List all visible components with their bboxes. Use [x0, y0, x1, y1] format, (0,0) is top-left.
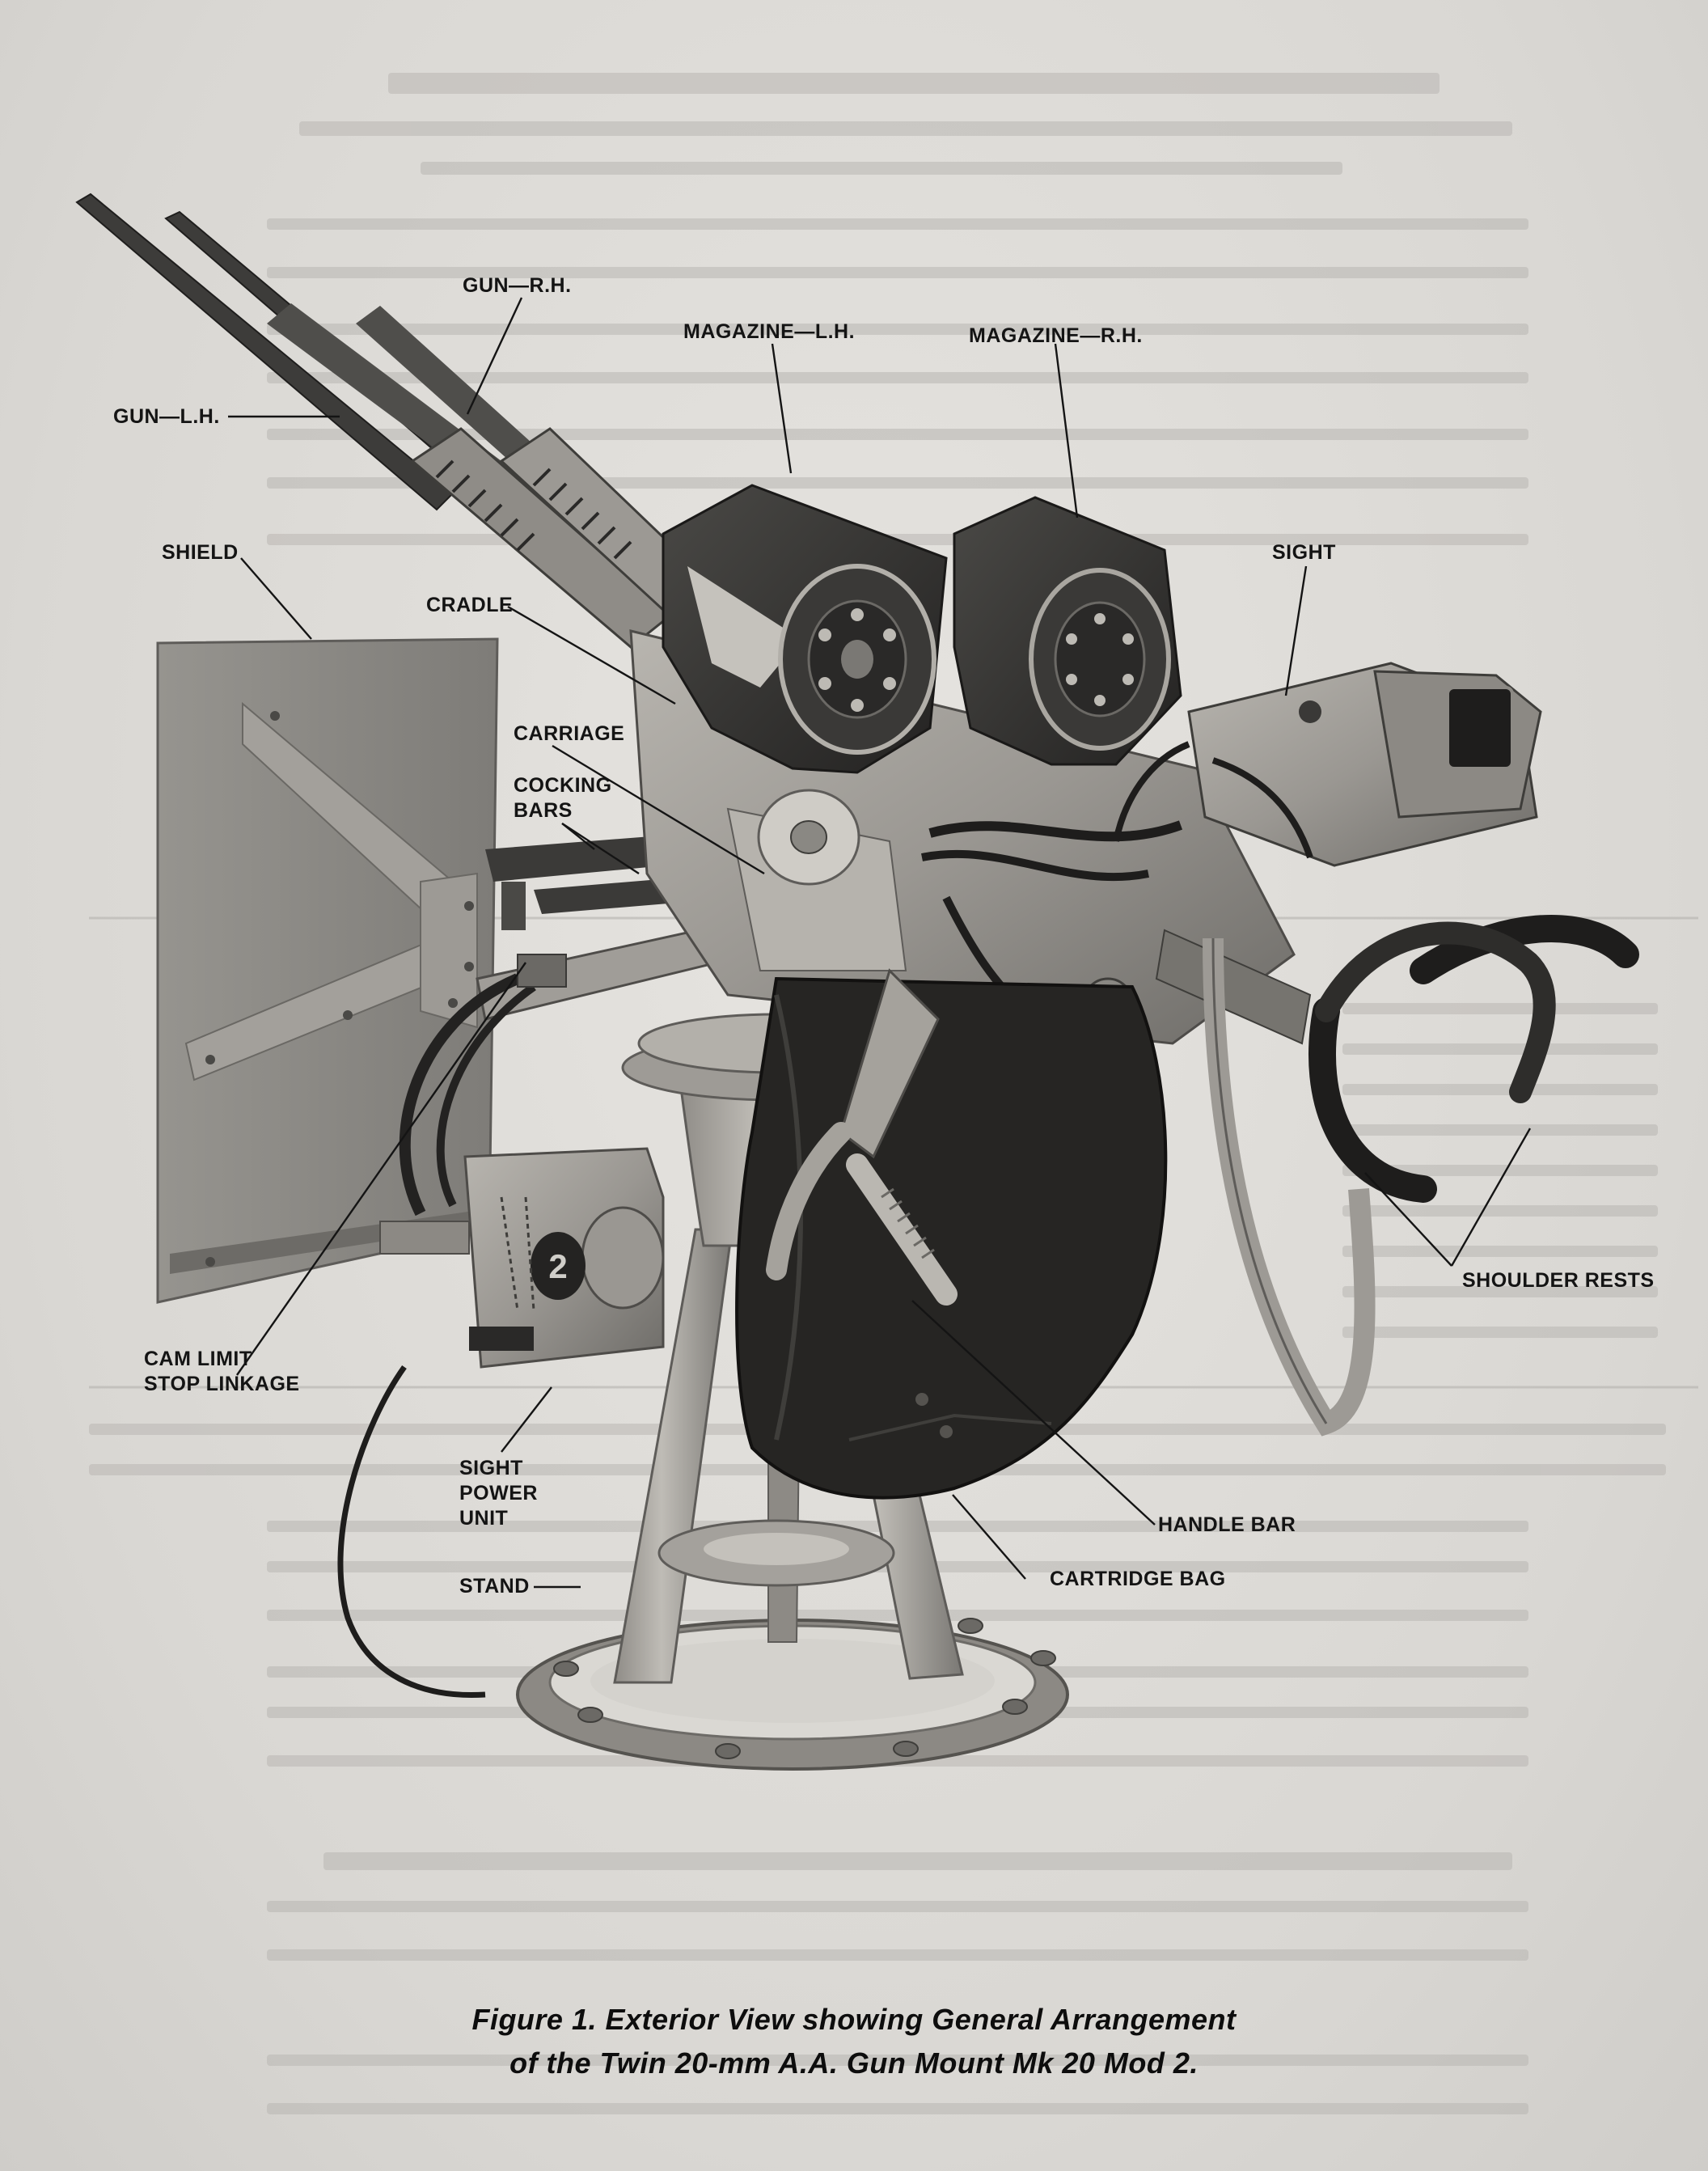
callout-sight-power-unit: SIGHT POWER UNIT: [459, 1457, 538, 1530]
callout-shoulder-rests: SHOULDER RESTS: [1462, 1269, 1655, 1292]
caption-line-2: of the Twin 20-mm A.A. Gun Mount Mk 20 M…: [509, 2046, 1199, 2080]
callout-cocking-bars: COCKING BARS: [514, 774, 612, 822]
handle-bar: [766, 968, 958, 1306]
callout-handle-bar: HANDLE BAR: [1158, 1513, 1296, 1536]
callout-sight: SIGHT: [1272, 541, 1336, 564]
callout-leader-lines: [228, 297, 1532, 1589]
power-cable: [337, 1365, 486, 1699]
magazine-rh: [953, 496, 1182, 766]
magazine-lh: [662, 484, 948, 774]
callout-gun-rh: GUN—R.H.: [463, 274, 572, 297]
callout-magazine-rh: MAGAZINE—R.H.: [969, 324, 1143, 347]
callout-gun-lh: GUN—L.H.: [113, 405, 220, 428]
figure-caption: Figure 1. Exterior View showing General …: [0, 1998, 1708, 2085]
sight-power-unit: 2: [379, 1147, 665, 1369]
callout-shield: SHIELD: [162, 541, 239, 564]
callout-cartridge-bag: CARTRIDGE BAG: [1050, 1568, 1226, 1590]
shield: [156, 637, 499, 1304]
callout-cradle: CRADLE: [426, 594, 514, 616]
svg-text:2: 2: [548, 1247, 567, 1285]
gun-barrels: [75, 193, 746, 649]
callout-cam-limit-stop-linkage: CAM LIMIT STOP LINKAGE: [144, 1348, 300, 1395]
cartridge-bag: [735, 976, 1168, 1500]
callout-magazine-lh: MAGAZINE—L.H.: [683, 320, 856, 343]
callout-carriage: CARRIAGE: [514, 722, 625, 745]
sight: [1113, 662, 1542, 867]
caption-line-1: Figure 1. Exterior View showing General …: [471, 2003, 1237, 2036]
shoulder-rests: [1203, 915, 1639, 1437]
callout-stand: STAND: [459, 1575, 530, 1598]
